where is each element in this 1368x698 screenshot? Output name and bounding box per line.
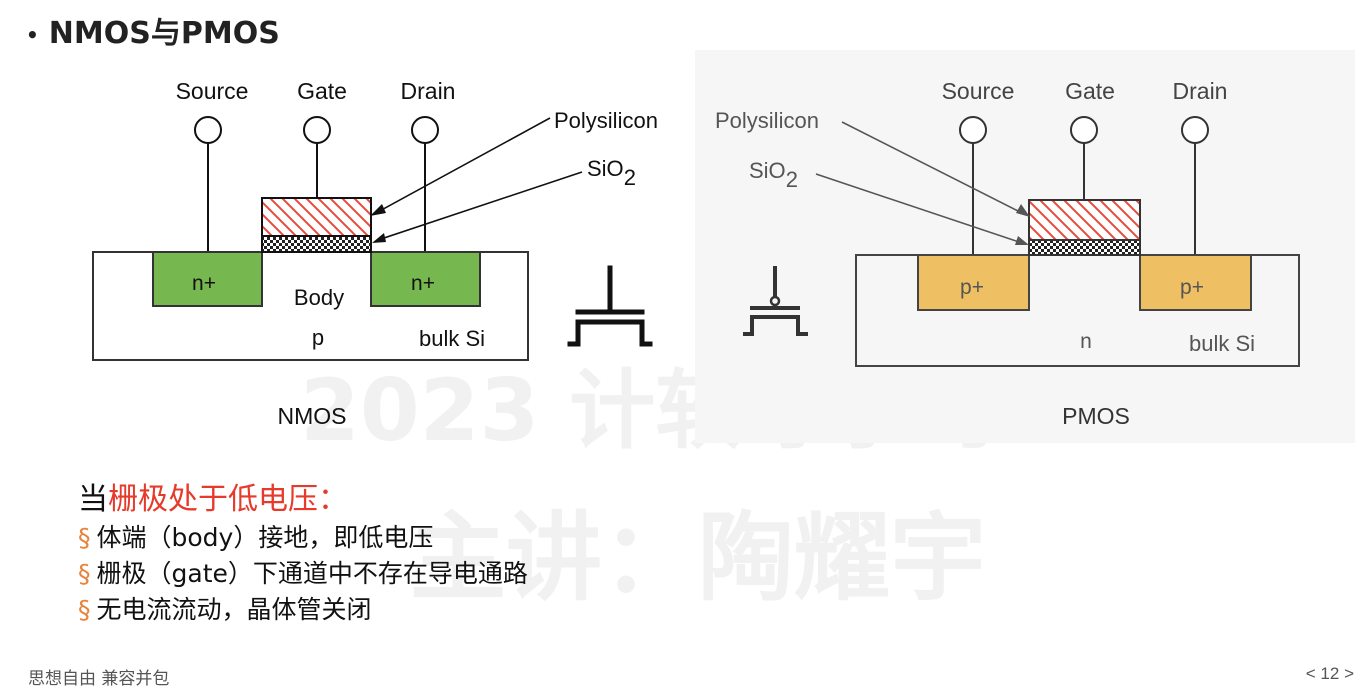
notes-heading-highlight: 栅极处于低电压 bbox=[108, 482, 318, 517]
pmos-sio2-pointer bbox=[815, 173, 1023, 244]
bullet-dot: • bbox=[26, 22, 39, 47]
nmos-polysilicon-arrowhead bbox=[370, 204, 386, 216]
pmos-source-terminal bbox=[959, 116, 987, 144]
pmos-source-region-label: p+ bbox=[960, 276, 984, 299]
section-mark-icon: § bbox=[78, 595, 91, 624]
pmos-symbol bbox=[743, 266, 808, 336]
nmos-polysilicon-pointer bbox=[375, 117, 551, 214]
nmos-drain-label: Drain bbox=[401, 78, 456, 104]
notes-item: §栅极（gate）下通道中不存在导电通路 bbox=[78, 559, 528, 588]
pmos-gate-terminal bbox=[1070, 116, 1098, 144]
section-mark-icon: § bbox=[78, 559, 91, 588]
pmos-polysilicon-arrowhead bbox=[1016, 204, 1030, 217]
nmos-source-region bbox=[152, 251, 263, 307]
nmos-diagram: Source Gate Drain n+ n+ Body p bulk Si P… bbox=[92, 78, 658, 429]
notes-item: §体端（body）接地，即低电压 bbox=[78, 523, 434, 552]
notes-item: §无电流流动，晶体管关闭 bbox=[78, 595, 372, 624]
nmos-polysilicon-label: Polysilicon bbox=[554, 108, 658, 133]
nmos-source-terminal bbox=[194, 116, 222, 144]
nmos-drain-region-label: n+ bbox=[411, 272, 435, 295]
nmos-caption: NMOS bbox=[278, 403, 347, 429]
nmos-polysilicon-gate bbox=[261, 197, 372, 237]
nmos-gate-label: Gate bbox=[297, 78, 347, 104]
pmos-body-type: n bbox=[1080, 330, 1092, 353]
nmos-symbol bbox=[567, 265, 653, 347]
pmos-sio2-label: SiO2 bbox=[749, 158, 798, 192]
pmos-sio2-arrowhead bbox=[1015, 236, 1029, 245]
footer-motto: 思想自由 兼容并包 bbox=[28, 669, 170, 689]
pmos-gate-label: Gate bbox=[1065, 78, 1115, 104]
pmos-polysilicon-label: Polysilicon bbox=[715, 108, 819, 133]
nmos-source-label: Source bbox=[176, 78, 249, 104]
nmos-source-region-label: n+ bbox=[192, 272, 216, 295]
nmos-sio2-label: SiO2 bbox=[587, 156, 636, 190]
pmos-sio2-oxide bbox=[1028, 239, 1141, 256]
nmos-bulk-label: bulk Si bbox=[419, 326, 485, 351]
nmos-body-label: Body bbox=[294, 285, 344, 310]
pmos-source-label: Source bbox=[942, 78, 1015, 104]
nmos-body-type: p bbox=[312, 325, 324, 350]
pmos-bulk-label: bulk Si bbox=[1189, 331, 1255, 356]
nmos-gate-terminal bbox=[303, 116, 331, 144]
pmos-polysilicon-pointer bbox=[841, 121, 1025, 215]
slide-title-text: NMOS与PMOS bbox=[48, 16, 280, 51]
pmos-drain-terminal bbox=[1181, 116, 1209, 144]
nmos-drain-region bbox=[370, 251, 481, 307]
notes-section: 当栅极处于低电压： §体端（body）接地，即低电压 §栅极（gate）下通道中… bbox=[78, 480, 528, 628]
slide-title: • NMOS与PMOS bbox=[26, 8, 280, 52]
nmos-sio2-oxide bbox=[261, 235, 372, 253]
nmos-sio2-pointer bbox=[377, 171, 583, 241]
pmos-drain-region bbox=[1139, 254, 1252, 311]
nmos-drain-terminal bbox=[411, 116, 439, 144]
pmos-caption: PMOS bbox=[1062, 403, 1130, 429]
pmos-source-region bbox=[917, 254, 1030, 311]
pmos-diagram: Source Gate Drain p+ p+ n bulk Si Polysi… bbox=[715, 78, 1300, 429]
notes-heading: 当栅极处于低电压： bbox=[78, 482, 348, 517]
page-number[interactable]: < 12 > bbox=[1305, 664, 1354, 683]
pmos-panel-background bbox=[695, 50, 1355, 443]
nmos-sio2-arrowhead bbox=[372, 233, 386, 243]
pmos-polysilicon-gate bbox=[1028, 199, 1141, 241]
pmos-drain-region-label: p+ bbox=[1180, 276, 1204, 299]
section-mark-icon: § bbox=[78, 523, 91, 552]
pmos-drain-label: Drain bbox=[1173, 78, 1228, 104]
